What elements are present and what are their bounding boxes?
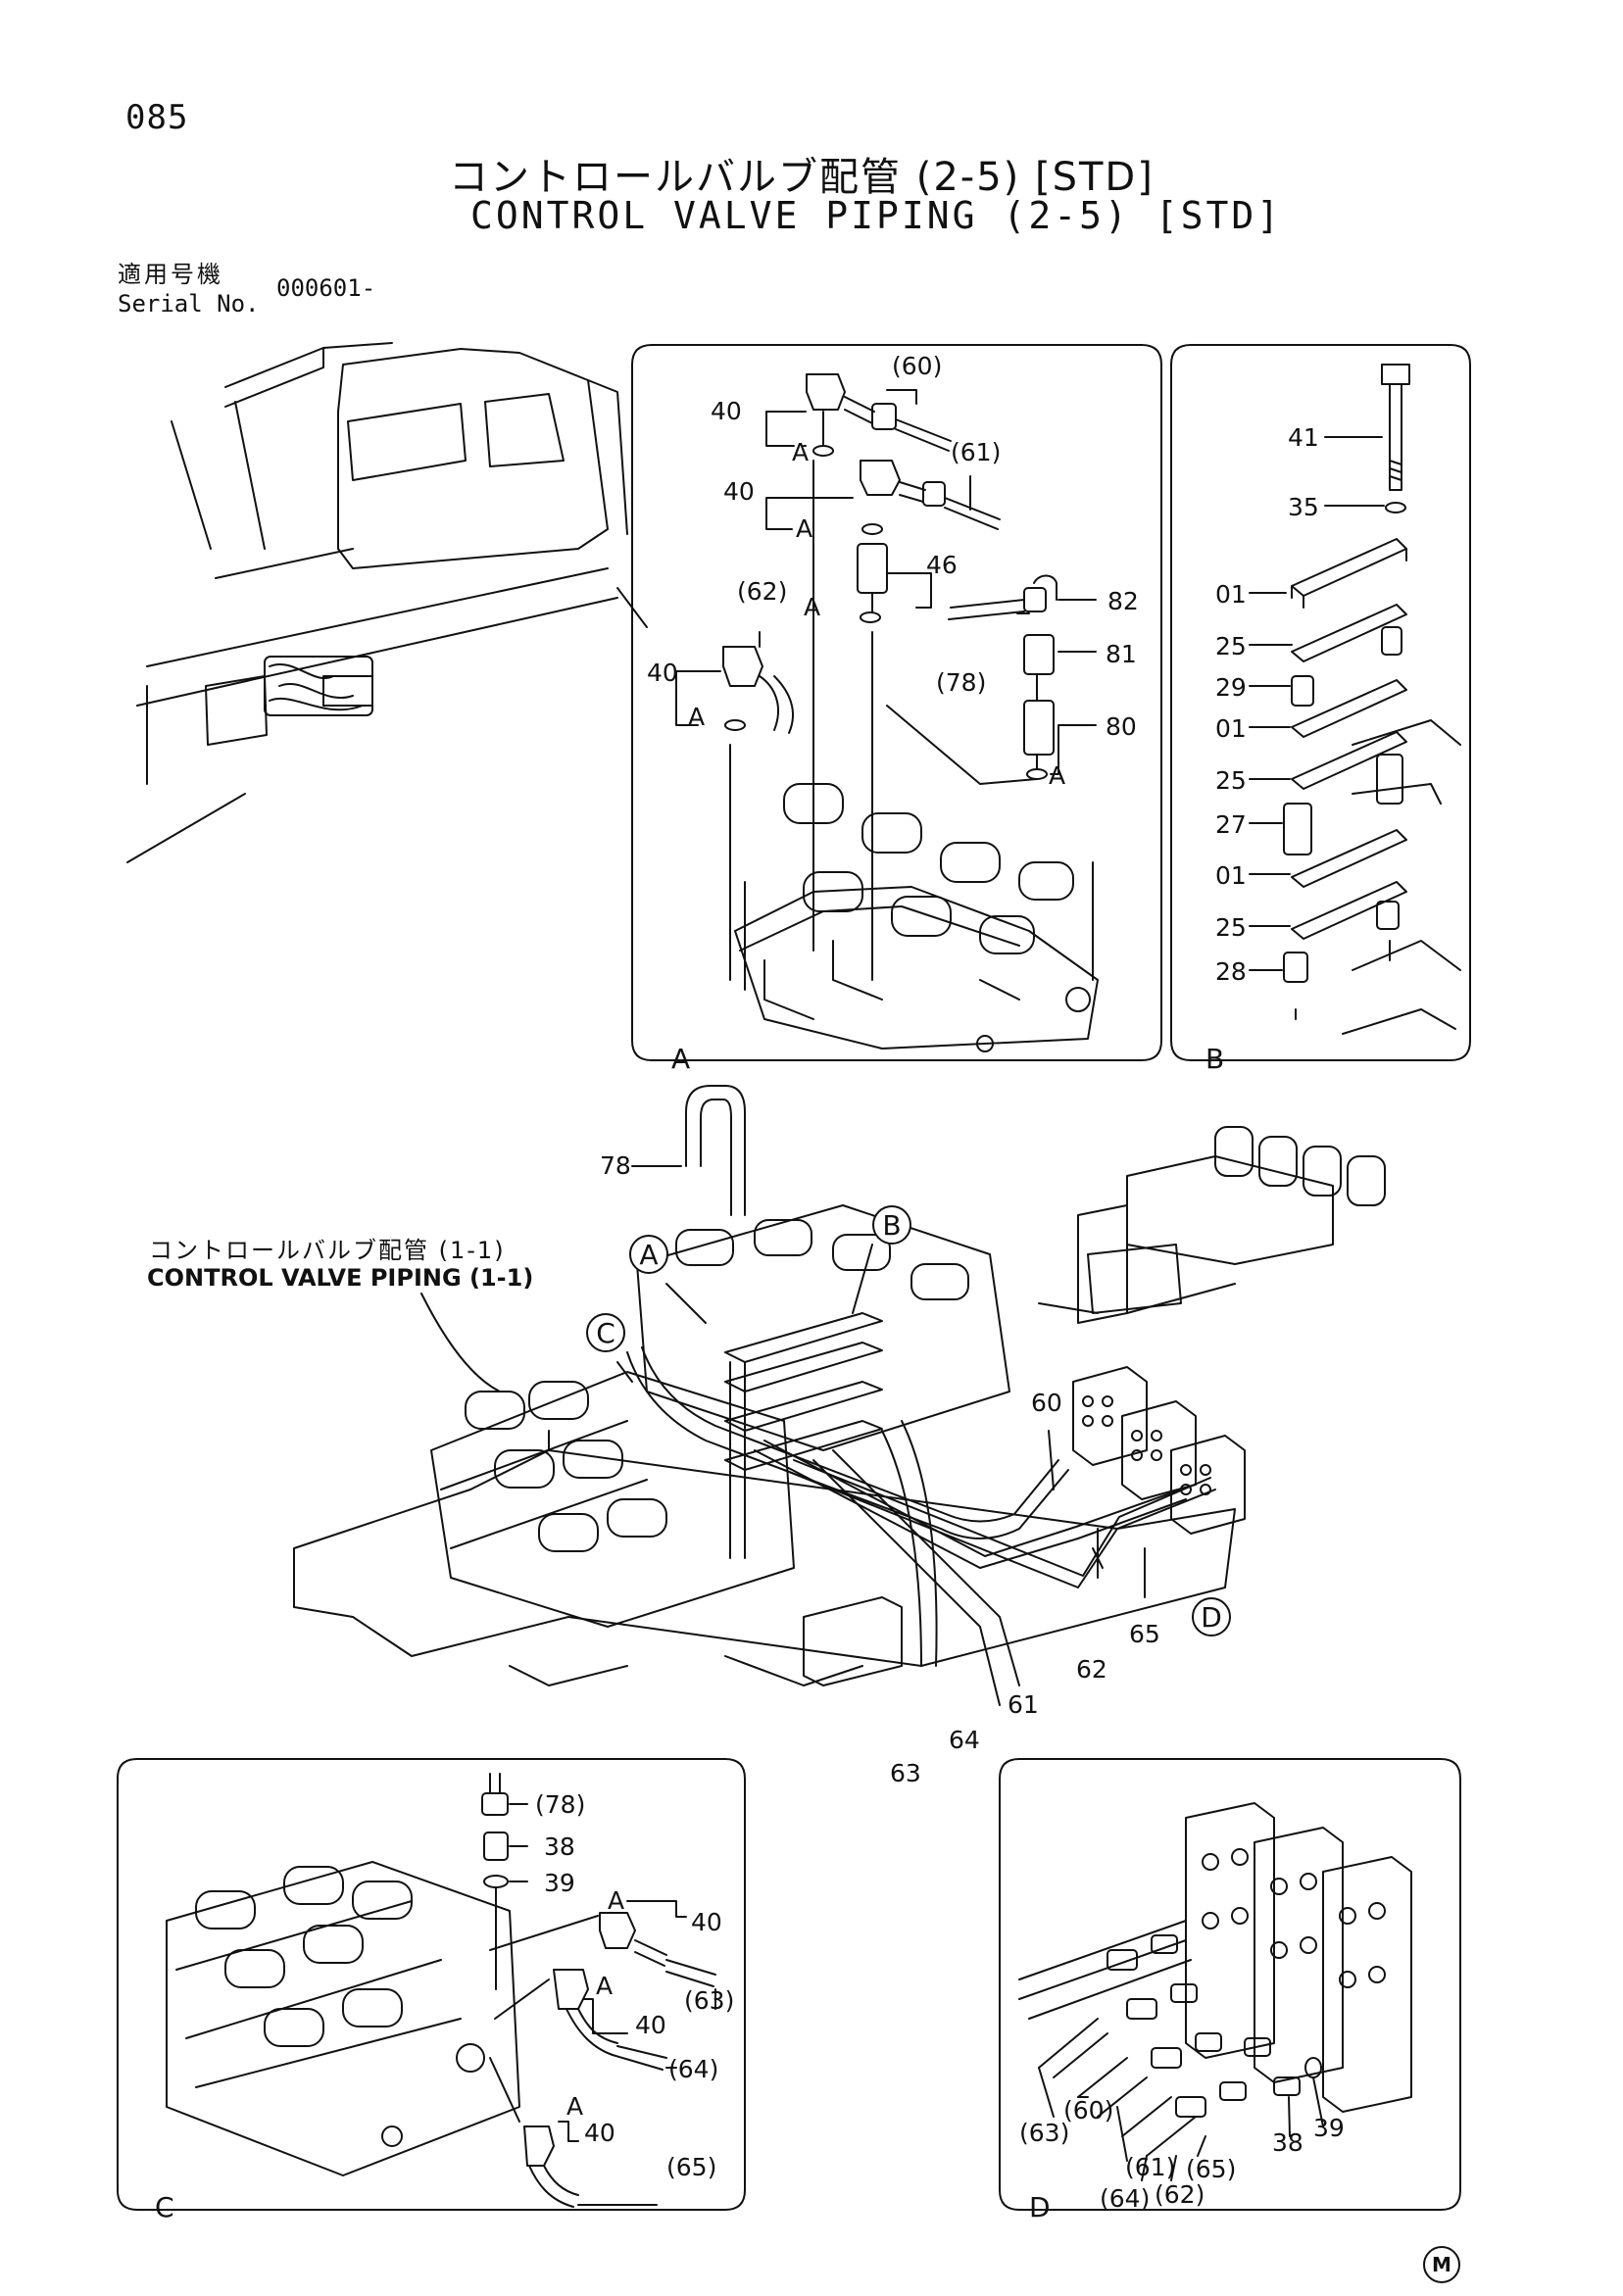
panel-a-label: 80 [1106,712,1137,741]
main-view-label: 64 [949,1726,980,1754]
main-view-label: 62 [1076,1655,1107,1684]
panel-c-label: A [566,2092,583,2121]
panel-c-label: A [608,1886,624,1915]
panel-d-label: 38 [1272,2128,1303,2157]
panel-a-label: 46 [926,551,958,579]
panel-b-label: 01 [1215,861,1247,890]
panel-d-label: (63) [1019,2119,1069,2147]
panel-b-label: 28 [1215,957,1247,986]
main-view-label: 60 [1031,1389,1062,1417]
panel-a-label: (78) [936,668,986,697]
panel-b-corner-letter: B [1205,1043,1224,1075]
panel-a-label: A [796,514,812,543]
main-view-label: 78 [600,1151,631,1180]
panel-a-label: A [1049,761,1065,790]
panel-c-label: 39 [544,1869,575,1897]
panel-c-label: 40 [635,2011,666,2039]
panel-c-label: 40 [691,1908,722,1936]
panel-c-label: 38 [544,1832,575,1861]
callout-c: C [596,1317,615,1349]
page-title-japanese: コントロールバルブ配管 (2-5) [STD] [449,155,1155,200]
panel-d-detail [999,1758,1461,2211]
callout-c-ring [586,1313,625,1352]
reference-label-english: CONTROL VALVE PIPING (1-1) [147,1264,534,1292]
main-view-label: 61 [1008,1690,1039,1719]
panel-b-detail [1170,344,1471,1061]
page-title-english: CONTROL VALVE PIPING (2-5) [STD] [470,194,1283,237]
callout-a-ring [629,1235,668,1274]
panel-a-label: 40 [647,659,678,687]
panel-a-label: 40 [711,397,742,425]
maker-mark: M [1423,2246,1460,2283]
panel-b-label: 27 [1215,810,1247,839]
panel-a-label: 40 [723,477,755,506]
panel-d-label: (61) [1125,2153,1175,2181]
panel-c-label: A [596,1972,613,2000]
main-view-label: 65 [1129,1620,1160,1648]
callout-b-ring [872,1205,911,1245]
callout-b: B [882,1209,901,1242]
panel-b-label: 29 [1215,673,1247,702]
panel-a-corner-letter: A [671,1043,690,1075]
panel-c-label: 40 [584,2119,615,2147]
panel-c-label: (78) [535,1790,585,1819]
panel-c-corner-letter: C [155,2191,174,2223]
serial-label-japanese: 適用号機 [118,261,223,288]
panel-b-label: 25 [1215,766,1247,795]
panel-b-label: 41 [1288,423,1319,452]
panel-a-label: (60) [892,352,942,380]
panel-c-detail [117,1758,746,2211]
main-view-label: 63 [890,1759,921,1787]
panel-a-detail [631,344,1162,1061]
panel-c-label: (65) [666,2153,716,2181]
panel-d-label: (65) [1186,2155,1236,2183]
panel-a-label: A [688,703,705,731]
panel-d-label: 39 [1313,2114,1345,2142]
page-number: 085 [125,98,189,137]
panel-b-label: 35 [1288,493,1319,521]
serial-number-value: 000601- [276,274,376,302]
panel-d-corner-letter: D [1029,2191,1051,2223]
panel-a-label: 82 [1107,587,1139,615]
part-number-labels: (60)40A(61)40A46A(62)8240A81(78)80A41350… [155,352,1345,2223]
panel-a-label: (62) [737,577,787,606]
callout-a: A [639,1239,658,1271]
panel-b-label: 01 [1215,714,1247,743]
panel-c-label: (64) [668,2055,718,2083]
panel-c-label: (63) [684,1986,734,2015]
panel-b-label: 25 [1215,632,1247,660]
panel-d-label: (62) [1155,2180,1205,2209]
callout-d: D [1201,1601,1222,1634]
panel-b-label: 25 [1215,913,1247,942]
panel-d-label: (60) [1063,2096,1113,2125]
machine-locator-sketch [126,342,648,863]
reference-label-japanese: コントロールバルブ配管 (1-1) [149,1237,506,1264]
panel-b-label: 01 [1215,580,1247,609]
main-assembly-view [293,1085,1386,1706]
panel-a-label: A [804,593,820,621]
panel-d-label: (64) [1100,2184,1150,2213]
panel-a-label: A [792,438,809,466]
panel-a-label: (61) [951,438,1001,466]
callout-d-ring [1192,1597,1231,1637]
panel-a-label: 81 [1106,640,1137,668]
serial-label-english: Serial No. [118,290,260,318]
